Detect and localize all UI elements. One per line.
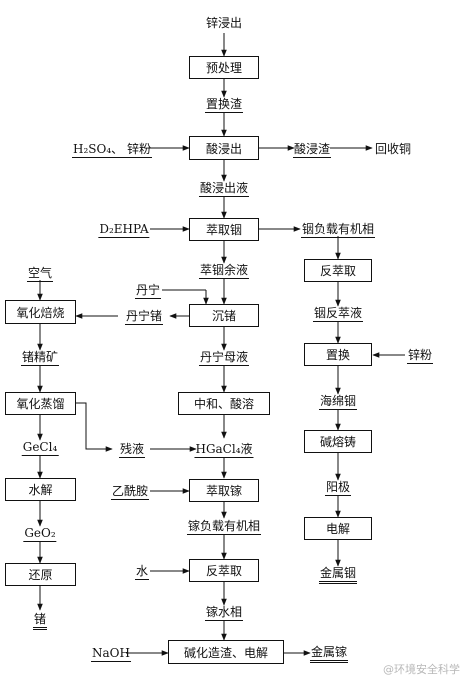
- box-pretreatment: 预处理: [189, 56, 259, 79]
- label-acid-reagents: H₂SO₄、 锌粉: [72, 142, 152, 158]
- label-air: 空气: [26, 266, 54, 282]
- label-d2ehpa: D₂EHPA: [98, 222, 150, 238]
- label-zinc-leach-residue: 锌浸出: [205, 16, 243, 30]
- box-acid-leach: 酸浸出: [189, 136, 259, 160]
- box-alkali-casting: 碱熔铸: [304, 430, 372, 453]
- label-indium-loaded-organic: 铟负载有机相: [300, 222, 376, 238]
- label-metal-gallium: 金属镓: [309, 645, 349, 663]
- label-gallium-aqueous: 镓水相: [204, 605, 244, 621]
- box-hydrolysis: 水解: [5, 478, 76, 501]
- label-geo2: GeO₂: [23, 526, 57, 542]
- label-naoh: NaOH: [91, 646, 131, 662]
- label-gallium-loaded-organic: 镓负载有机相: [186, 519, 262, 535]
- box-reduction: 还原: [5, 563, 76, 586]
- watermark: @环境安全科学: [383, 663, 460, 676]
- label-tannin: 丹宁: [134, 283, 162, 299]
- label-water: 水: [134, 564, 150, 580]
- label-metal-indium: 金属铟: [318, 566, 358, 584]
- box-extract-indium: 萃取铟: [189, 218, 259, 241]
- label-tannin-mother-liquor: 丹宁母液: [198, 350, 250, 366]
- box-germanium-precipitation: 沉锗: [189, 304, 259, 327]
- label-zinc-powder: 锌粉: [406, 348, 434, 364]
- label-gecl4: GeCl₄: [21, 440, 59, 456]
- box-electrolysis-indium: 电解: [304, 517, 372, 540]
- label-displacement-slag: 置换渣: [204, 97, 244, 113]
- label-residue-liquid: 残液: [118, 442, 146, 458]
- box-back-extract-indium: 反萃取: [304, 259, 372, 282]
- label-hgacl4-solution: HGaCl₄液: [194, 442, 254, 458]
- box-alkali-slag-electrolysis: 碱化造渣、电解: [168, 640, 284, 664]
- label-anode: 阳极: [324, 480, 352, 496]
- label-germanium: 锗: [32, 612, 48, 630]
- box-extract-gallium: 萃取镓: [189, 479, 259, 502]
- box-back-extract-gallium: 反萃取: [189, 559, 259, 582]
- arrow-distill-to-residue: [76, 402, 113, 452]
- label-acid-leach-solution: 酸浸出液: [198, 181, 250, 197]
- box-oxidation-distillation: 氧化蒸馏: [5, 392, 76, 415]
- label-recover-copper: 回收铜: [374, 142, 412, 156]
- box-neutralize-acid-dissolve: 中和、酸溶: [178, 392, 270, 415]
- label-acid-leach-residue: 酸浸渣: [292, 142, 332, 158]
- label-raffinate: 萃铟余液: [198, 263, 250, 279]
- label-indium-strip-liquor: 铟反萃液: [312, 306, 364, 322]
- label-sponge-indium: 海绵铟: [318, 394, 358, 410]
- label-germanium-concentrate: 锗精矿: [20, 350, 60, 366]
- label-germanium-tannate: 丹宁锗: [124, 309, 164, 325]
- label-acetamide: 乙酰胺: [110, 484, 150, 500]
- box-displacement: 置换: [304, 343, 372, 366]
- box-oxidation-roasting: 氧化焙烧: [5, 300, 76, 324]
